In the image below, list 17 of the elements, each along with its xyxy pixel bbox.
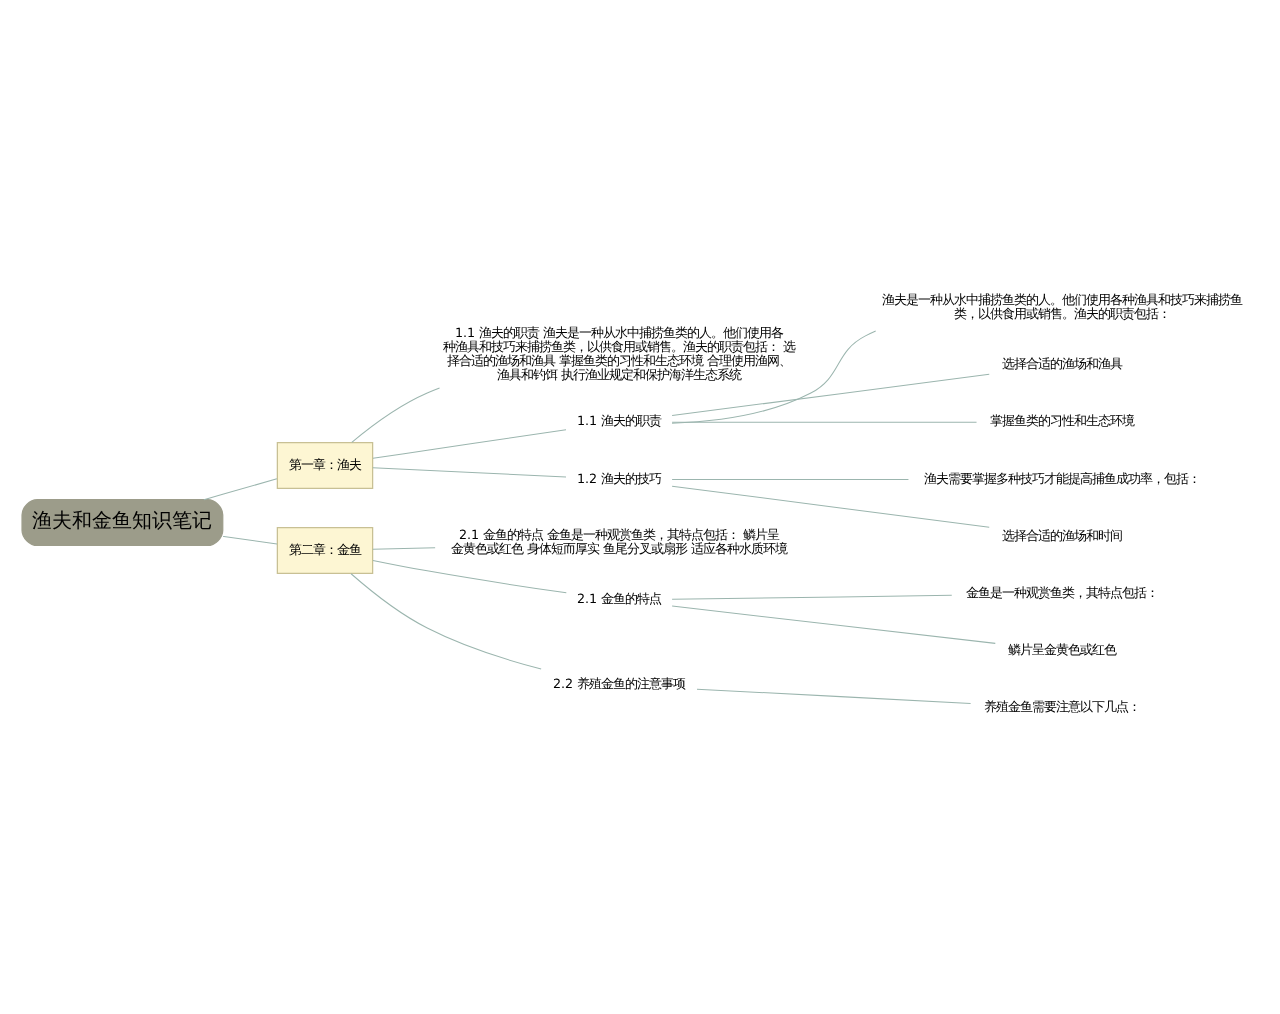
connector	[671, 477, 909, 479]
node-box: 渔夫和金鱼知识笔记	[21, 498, 224, 546]
connector	[671, 593, 953, 599]
connector	[372, 428, 567, 458]
connector	[671, 372, 990, 416]
connector	[372, 466, 567, 477]
connector	[372, 558, 567, 593]
connector	[350, 572, 542, 669]
connector	[696, 687, 972, 703]
connector	[671, 604, 996, 643]
connector	[203, 477, 278, 500]
connector	[351, 386, 441, 442]
connector	[671, 484, 990, 527]
connector	[671, 420, 978, 422]
connector	[671, 329, 877, 423]
connector	[222, 535, 278, 544]
connector	[372, 546, 436, 549]
